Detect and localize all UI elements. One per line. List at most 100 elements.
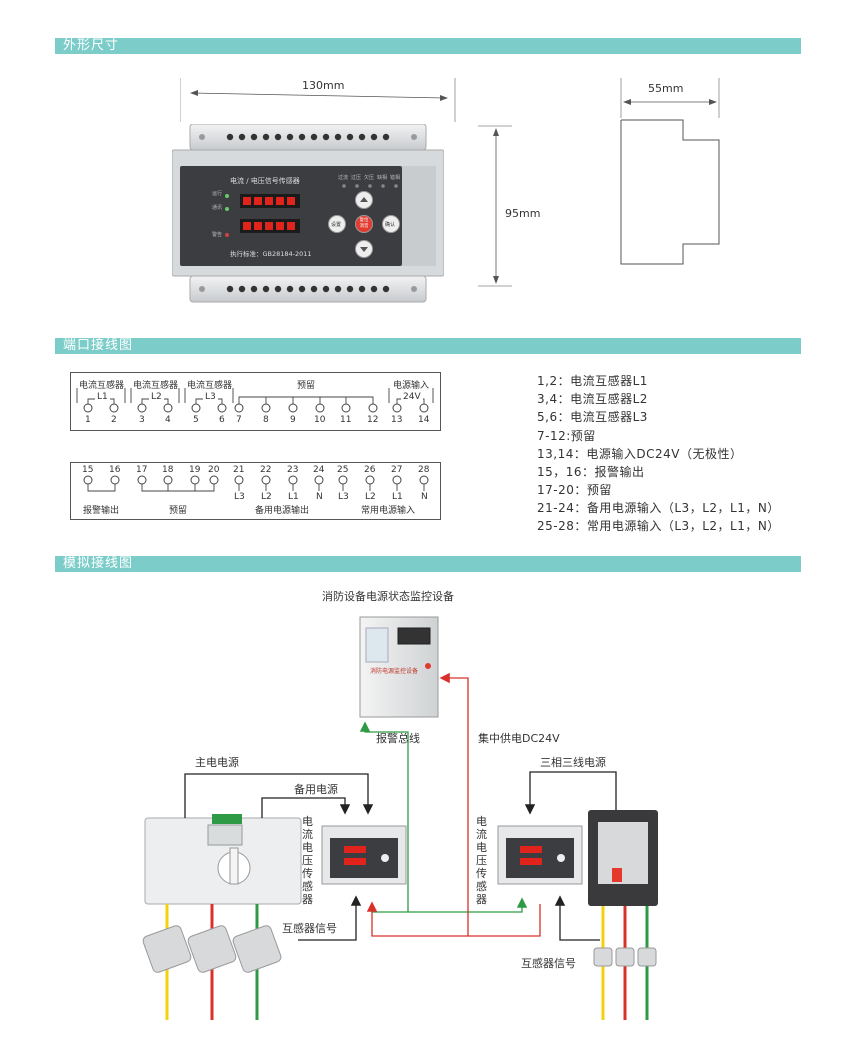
- ct-right-3: [637, 947, 657, 967]
- bottom-num-25: 25: [337, 465, 349, 475]
- top-num-8: 8: [263, 415, 269, 425]
- bottom-sub-26: L2: [365, 492, 376, 502]
- top-group-ct2: 电流互感器: [133, 381, 179, 391]
- ct-signal-left-label: 互感器信号: [282, 922, 337, 935]
- status-label-3: 欠压: [364, 175, 375, 181]
- side-view-drawing: [620, 78, 720, 265]
- wiring-diagram: [142, 616, 658, 1020]
- section-title-ports: 端口接线图: [63, 338, 134, 353]
- desc-line-8: 21-24：备用电源输入（L3，L2，L1，N）: [537, 501, 780, 515]
- top-num-5: 5: [193, 415, 199, 425]
- top-num-11: 11: [340, 415, 352, 425]
- top-num-7: 7: [236, 415, 242, 425]
- bottom-num-16: 16: [109, 465, 121, 475]
- bottom-sub-25: L3: [338, 492, 349, 502]
- status-label-2: 过压: [351, 175, 362, 181]
- width-arrow: [179, 78, 456, 122]
- central-power-label: 集中供电DC24V: [478, 732, 560, 745]
- main-power-label: 主电电源: [195, 756, 239, 769]
- section-band-simulation: 模拟接线图: [55, 556, 801, 572]
- bottom-num-23: 23: [287, 465, 299, 475]
- bottom-num-27: 27: [391, 465, 403, 475]
- top-group-power: 电源输入: [393, 381, 430, 391]
- bottom-num-21: 21: [233, 465, 245, 475]
- btn-reset-label: 复位 消音: [359, 218, 369, 229]
- bottom-num-26: 26: [364, 465, 376, 475]
- desc-line-7: 17-20：预留: [537, 483, 612, 497]
- top-num-6: 6: [219, 415, 225, 425]
- sensor-label-left: 电流电压传感器: [302, 815, 313, 906]
- ct-left-1: [142, 925, 192, 973]
- monitor-cabinet: [359, 616, 439, 718]
- top-num-4: 4: [165, 415, 171, 425]
- desc-line-1: 1,2：电流互感器L1: [537, 374, 648, 388]
- btn-confirm-label: 确认: [385, 222, 396, 228]
- led-run-label: 运行: [212, 191, 223, 197]
- bottom-sub-24: N: [316, 492, 323, 502]
- bottom-sub-28: N: [421, 492, 428, 502]
- top-num-12: 12: [367, 415, 379, 425]
- desc-line-2: 3,4：电流互感器L2: [537, 392, 648, 406]
- depth-label: 55mm: [648, 82, 684, 95]
- alarm-bus-label: 报警总线: [376, 732, 420, 745]
- bottom-num-28: 28: [418, 465, 430, 475]
- top-num-3: 3: [139, 415, 145, 425]
- bottom-group-alarm: 报警输出: [83, 506, 120, 516]
- bottom-num-24: 24: [313, 465, 325, 475]
- width-label: 130mm: [302, 79, 345, 92]
- terminal-bottom-drawing: [83, 475, 429, 492]
- desc-line-3: 5,6：电流互感器L3: [537, 410, 648, 424]
- top-num-9: 9: [290, 415, 296, 425]
- status-label-1: 过流: [338, 175, 349, 181]
- led-alarm-label: 警告: [212, 232, 223, 238]
- top-inner-24v: 24V: [401, 392, 423, 402]
- bottom-group-normal: 常用电源输入: [361, 506, 416, 516]
- height-dimension: [460, 122, 520, 290]
- bottom-num-18: 18: [162, 465, 174, 475]
- top-group-reserved: 预留: [297, 381, 316, 391]
- bottom-group-backup: 备用电源输出: [255, 506, 310, 516]
- top-num-10: 10: [314, 415, 326, 425]
- top-num-14: 14: [418, 415, 430, 425]
- section-title-simulation: 模拟接线图: [63, 556, 134, 571]
- height-arrow: [478, 125, 512, 287]
- ct-left-3: [232, 925, 282, 973]
- section-title-dimensions: 外形尺寸: [63, 38, 120, 53]
- sensor-module-right: [497, 825, 583, 885]
- ct-signal-right-label: 互感器信号: [521, 957, 576, 970]
- top-num-2: 2: [111, 415, 117, 425]
- device-standard: 执行标准：GB28184-2011: [230, 250, 312, 258]
- top-num-13: 13: [391, 415, 403, 425]
- section-band-dimensions: 外形尺寸: [55, 38, 801, 54]
- device-title: 电流 / 电压信号传感器: [230, 177, 300, 185]
- bottom-sub-22: L2: [261, 492, 272, 502]
- section-band-ports: 端口接线图: [55, 338, 801, 354]
- top-inner-l1: L1: [95, 392, 110, 402]
- top-inner-l3: L3: [203, 392, 218, 402]
- top-group-ct1: 电流互感器: [79, 381, 125, 391]
- circuit-breaker: [588, 810, 658, 906]
- width-dimension: [179, 78, 456, 122]
- top-num-1: 1: [85, 415, 91, 425]
- device-front-view: 电流 / 电压信号传感器 运行 通讯 警告 过流 过压 欠压 缺相 错相 设置 …: [171, 123, 445, 304]
- bottom-num-17: 17: [136, 465, 148, 475]
- terminal-block-top: 电流互感器 电流互感器 电流互感器 预留 电源输入 L1 L2 L3 24V 1…: [70, 372, 441, 431]
- device-front-drawing: [171, 123, 445, 303]
- bottom-sub-21: L3: [234, 492, 245, 502]
- bottom-num-15: 15: [82, 465, 94, 475]
- status-label-4: 缺相: [377, 175, 388, 181]
- three-phase-label: 三相三线电源: [540, 756, 606, 769]
- desc-line-4: 7-12:预留: [537, 429, 596, 443]
- ct-left-2: [187, 925, 237, 973]
- top-group-ct3: 电流互感器: [187, 381, 233, 391]
- height-label: 95mm: [505, 207, 541, 220]
- sensor-label-right: 电流电压传感器: [476, 815, 487, 906]
- ats-switch: [144, 814, 302, 905]
- desc-line-6: 15，16：报警输出: [537, 465, 645, 479]
- status-label-5: 错相: [390, 175, 401, 181]
- monitor-title: 消防设备电源状态监控设备: [322, 590, 454, 603]
- bottom-num-19: 19: [189, 465, 201, 475]
- btn-set-label: 设置: [331, 222, 342, 228]
- desc-line-5: 13,14：电源输入DC24V（无极性）: [537, 447, 743, 461]
- depth-dimension: [615, 78, 725, 288]
